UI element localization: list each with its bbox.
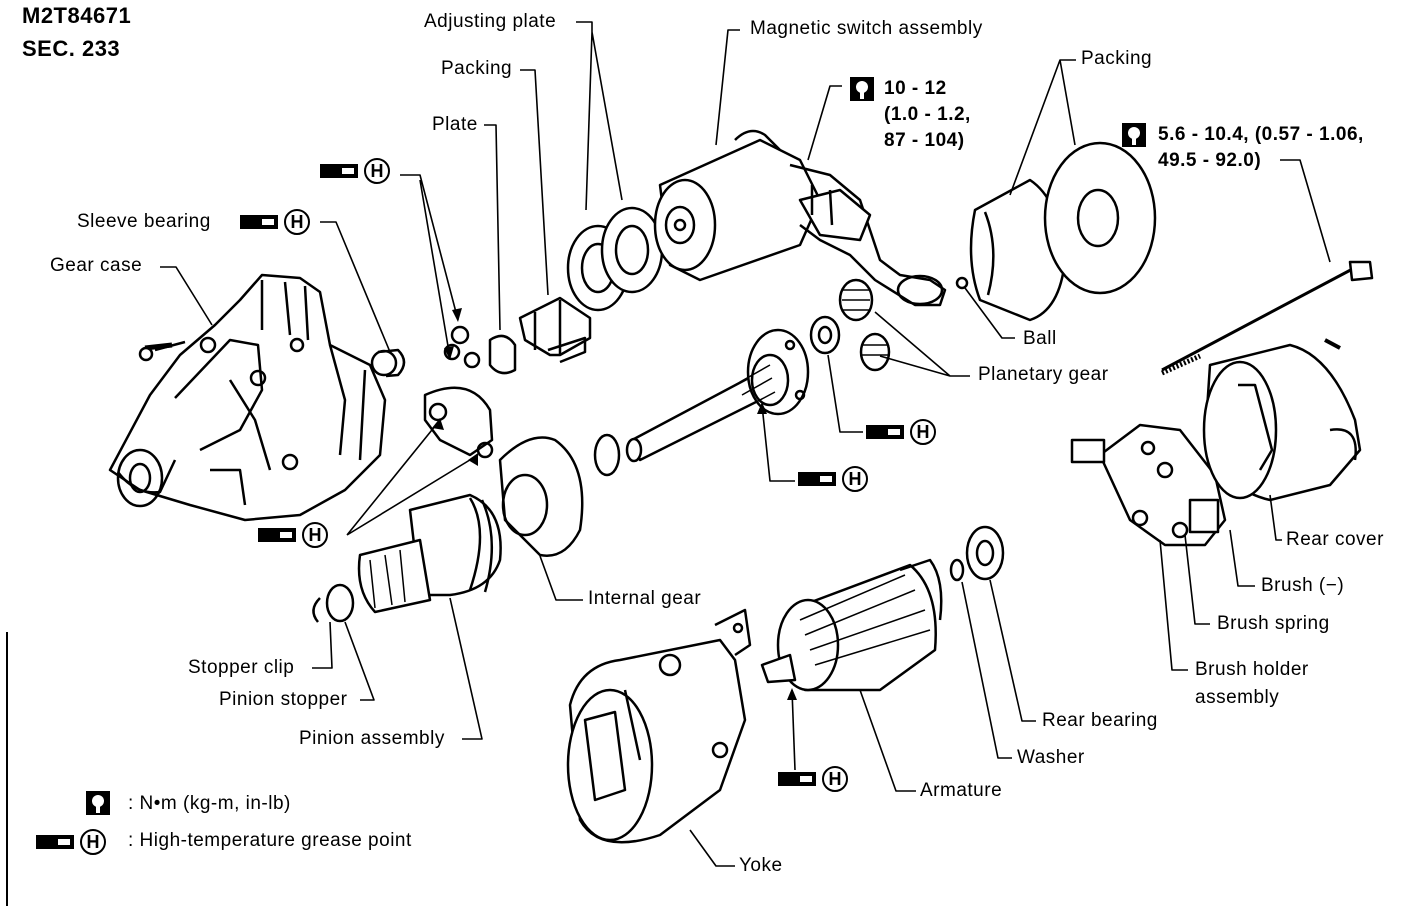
- brush-holder-part: [1070, 423, 1227, 547]
- label-packing-small: Packing: [441, 58, 513, 79]
- rear-cover-part: [1202, 338, 1362, 502]
- legend-torque-text: : N•m (kg-m, in-lb): [128, 793, 291, 814]
- label-magnetic-switch: Magnetic switch assembly: [750, 18, 983, 39]
- grease-gun-icon: [320, 164, 358, 178]
- grease-gun-icon: [36, 835, 74, 849]
- ball-part: [955, 276, 969, 290]
- torque-wrench-icon: [850, 77, 874, 101]
- stopper-clip-part: [312, 597, 321, 623]
- armature-part: [760, 558, 943, 692]
- legend-torque-icon: [86, 791, 110, 815]
- grease-h-symbol: H: [910, 419, 936, 445]
- label-ball: Ball: [1023, 328, 1057, 349]
- armature-washer-part: [949, 558, 965, 582]
- section-number: SEC. 233: [22, 36, 121, 61]
- label-brush-minus: Brush (−): [1261, 575, 1345, 596]
- label-brush-holder-line2: assembly: [1195, 687, 1280, 708]
- torque-wrench-icon: [1122, 123, 1146, 147]
- rear-packing-part: [969, 141, 1157, 322]
- label-plate: Plate: [432, 114, 478, 135]
- label-internal-gear: Internal gear: [588, 588, 702, 609]
- through-bolt-part: [1160, 260, 1374, 376]
- grease-point-symbol: H: [240, 209, 310, 235]
- shift-lever-part: [423, 386, 494, 459]
- pinion-shaft-part: [625, 328, 810, 463]
- grease-h-symbol: H: [284, 209, 310, 235]
- grease-h-symbol: H: [842, 466, 868, 492]
- gear-case-bolt: [138, 340, 186, 362]
- rear-bearing-part: [965, 525, 1005, 581]
- planetary-gears: [809, 278, 891, 372]
- diagram-code: M2T84671: [22, 3, 132, 28]
- grease-gun-icon: [240, 215, 278, 229]
- legend-grease-symbol: H: [36, 829, 106, 855]
- plate-clip-part: [443, 325, 481, 369]
- packing-block-part: [518, 296, 592, 364]
- yoke-part: [566, 608, 752, 844]
- sleeve-bearing-part: [370, 348, 406, 378]
- internal-gear-part: [498, 436, 584, 557]
- label-brush-spring: Brush spring: [1217, 613, 1330, 634]
- label-pinion-assembly: Pinion assembly: [299, 728, 445, 749]
- label-yoke: Yoke: [739, 855, 783, 876]
- grease-h-symbol: H: [822, 766, 848, 792]
- pinion-assembly-part: [357, 493, 502, 614]
- pinion-stopper-part: [325, 583, 355, 623]
- grease-point-symbol: H: [798, 466, 868, 492]
- grease-gun-icon: [798, 472, 836, 486]
- label-packing-rear: Packing: [1081, 48, 1153, 69]
- grease-point-symbol: H: [258, 522, 328, 548]
- label-rear-cover: Rear cover: [1286, 529, 1384, 550]
- grease-point-symbol: H: [778, 766, 848, 792]
- label-brush-holder-line1: Brush holder: [1195, 659, 1309, 680]
- adjusting-plate-rings: [566, 206, 664, 312]
- leader-arrowheads: [432, 308, 797, 700]
- grease-gun-icon: [866, 425, 904, 439]
- shaft-washer-part: [593, 433, 621, 477]
- legend-grease-text: : High-temperature grease point: [128, 830, 412, 851]
- label-gear-case: Gear case: [50, 255, 143, 276]
- label-washer: Washer: [1017, 747, 1085, 768]
- grease-gun-icon: [778, 772, 816, 786]
- torque-magnetic-switch: 10 - 12 (1.0 - 1.2, 87 - 104): [884, 78, 971, 151]
- gear-case-part: [108, 273, 387, 522]
- label-adjusting-plate: Adjusting plate: [424, 11, 557, 32]
- label-pinion-stopper: Pinion stopper: [219, 689, 348, 710]
- label-planetary-gear: Planetary gear: [978, 364, 1109, 385]
- label-stopper-clip: Stopper clip: [188, 657, 295, 678]
- leader-lines: [160, 21, 1331, 867]
- plate-part: [488, 334, 517, 375]
- grease-h-symbol: H: [302, 522, 328, 548]
- grease-point-symbol: H: [866, 419, 936, 445]
- magnetic-switch-part: [653, 129, 947, 307]
- grease-gun-icon: [258, 528, 296, 542]
- torque-through-bolt: 5.6 - 10.4, (0.57 - 1.06, 49.5 - 92.0): [1158, 124, 1364, 171]
- grease-h-symbol: H: [364, 158, 390, 184]
- label-rear-bearing: Rear bearing: [1042, 710, 1158, 731]
- grease-point-symbol: H: [320, 158, 390, 184]
- grease-h-symbol: H: [80, 829, 106, 855]
- label-armature: Armature: [920, 780, 1003, 801]
- label-sleeve-bearing: Sleeve bearing: [77, 211, 211, 232]
